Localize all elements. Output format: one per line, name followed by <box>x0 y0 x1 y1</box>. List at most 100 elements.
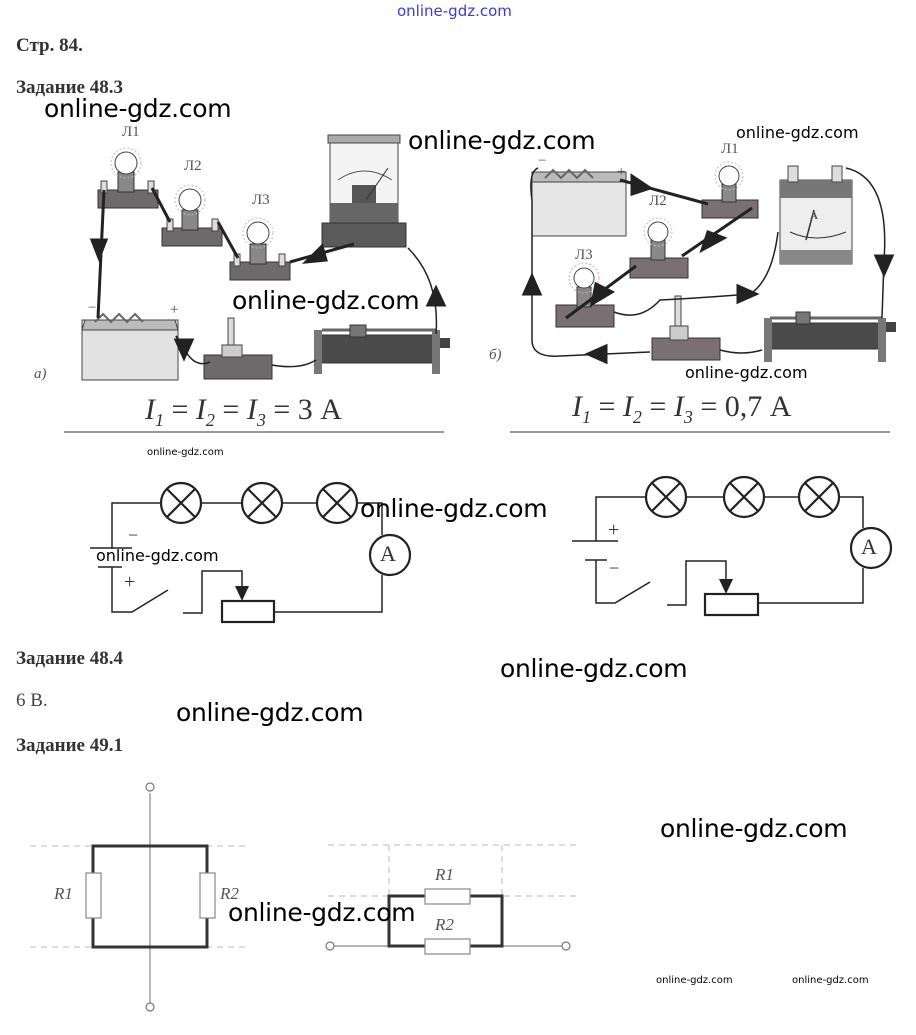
ammeter-letter-a: A <box>380 541 396 566</box>
battery-plus-b: + <box>617 164 626 180</box>
resistor-r1-horizontal <box>424 888 471 905</box>
watermark: online-gdz.com <box>360 494 548 523</box>
lamp-symbol-2-b <box>722 475 766 519</box>
formula-b-s1: 1 <box>582 407 591 427</box>
terminal-right <box>561 941 571 951</box>
lamp-l2-a <box>161 184 223 247</box>
lamp-l3-a <box>229 217 291 281</box>
watermark: online-gdz.com <box>685 363 808 382</box>
ammeter-symbol-b <box>849 526 893 570</box>
current-arrows-b <box>521 167 895 365</box>
formula-a-i1: I <box>145 393 155 426</box>
formula-a-eq2: = <box>222 393 240 426</box>
battery-a <box>81 312 179 381</box>
ammeter-device-a <box>321 134 407 248</box>
formula-b-s3: 3 <box>683 407 693 427</box>
divider-a <box>64 431 444 433</box>
watermark: online-gdz.com <box>96 546 219 565</box>
lamp-symbol-2-a <box>240 481 284 525</box>
lamp-l2-label-b: Л2 <box>649 193 667 209</box>
formula-a-value: 3 А <box>297 393 342 426</box>
formula-a: I1 = I2 = I3 = 3 А <box>145 393 342 431</box>
rheostat-a <box>314 324 450 374</box>
battery-plus-label-b: + <box>608 519 620 541</box>
formula-b-s2: 2 <box>632 407 642 427</box>
page-label: Стр. 84. <box>16 35 83 56</box>
task-heading-49-1: Задание 49.1 <box>16 735 123 756</box>
watermark: online-gdz.com <box>408 126 596 155</box>
ammeter-symbol-b: A <box>810 210 818 222</box>
rheostat-slider-arrow-b <box>719 579 733 594</box>
watermark: online-gdz.com <box>228 898 416 927</box>
lamp-symbol-3-a <box>315 481 359 525</box>
formula-a-eq3: = <box>273 393 291 426</box>
formula-b-eq2: = <box>649 390 667 423</box>
watermark: online-gdz.com <box>176 698 364 727</box>
task-heading-48-3: Задание 48.3 <box>16 77 123 98</box>
watermark: online-gdz.com <box>660 814 848 843</box>
r1-label-vertical: R1 <box>54 884 73 903</box>
current-arrows-a <box>89 187 447 368</box>
resistor-r1-vertical <box>85 872 102 919</box>
formula-b: I1 = I2 = I3 = 0,7 А <box>572 390 791 428</box>
formula-b-value: 0,7 А <box>724 390 792 423</box>
lamp-symbol-1-a <box>159 481 203 525</box>
lamp-l2-label-a: Л2 <box>184 158 202 174</box>
switch-b <box>651 295 721 361</box>
battery-minus-label-b: − <box>609 558 620 578</box>
formula-a-i3: I <box>246 393 257 426</box>
r2-label-vertical: R2 <box>220 884 239 903</box>
battery-plus-label-a: + <box>124 571 136 593</box>
watermark: online-gdz.com <box>736 123 859 142</box>
resistor-r2-horizontal <box>424 938 471 955</box>
terminal-top <box>145 782 155 792</box>
watermark: online-gdz.com <box>500 654 688 683</box>
watermark: online-gdz.com <box>232 286 420 315</box>
formula-b-eq1: = <box>598 390 616 423</box>
divider-b <box>510 431 890 433</box>
r2-label-horizontal: R2 <box>435 915 454 934</box>
lamp-l2-b <box>629 217 689 279</box>
ammeter-device-b <box>779 165 853 265</box>
formula-a-eq1: = <box>171 393 189 426</box>
lamp-symbol-3-b <box>797 475 841 519</box>
formula-b-i2: I <box>622 390 633 423</box>
terminal-bottom <box>145 1002 155 1012</box>
battery-plus-a: + <box>170 302 179 318</box>
battery-minus-a: − <box>88 300 97 316</box>
battery-minus-label-a: − <box>128 525 139 545</box>
watermark: online-gdz.com <box>44 94 232 123</box>
watermark: online-gdz.com <box>656 975 733 986</box>
formula-a-s3: 3 <box>256 410 266 430</box>
watermark-top: online-gdz.com <box>397 2 512 20</box>
terminal-left <box>325 941 335 951</box>
formula-a-i2: I <box>195 393 206 426</box>
lamp-symbol-1-b <box>644 475 688 519</box>
switch-a <box>203 317 273 380</box>
rheostat-symbol-a <box>220 599 276 624</box>
ammeter-symbol-a <box>368 533 412 577</box>
lamp-l3-label-a: Л3 <box>252 192 270 208</box>
task-heading-48-4: Задание 48.4 <box>16 648 123 669</box>
lamp-l1-label-b: Л1 <box>721 141 739 157</box>
formula-b-i3: I <box>673 390 684 423</box>
rheostat-b <box>764 311 896 362</box>
figure-a-label: а) <box>34 366 47 382</box>
watermark: online-gdz.com <box>792 975 869 986</box>
lamp-l1-label-a: Л1 <box>122 124 140 140</box>
formula-b-eq3: = <box>700 390 718 423</box>
task-answer-48-4: 6 В. <box>16 690 48 711</box>
formula-b-i1: I <box>572 390 582 423</box>
rheostat-slider-arrow-a <box>235 586 249 601</box>
lamp-l1-a <box>97 147 159 209</box>
lamp-l3-label-b: Л3 <box>575 247 593 263</box>
figure-b-label: б) <box>489 347 502 363</box>
watermark: online-gdz.com <box>147 447 224 458</box>
battery-minus-b: − <box>538 153 547 169</box>
formula-a-s1: 1 <box>155 410 164 430</box>
